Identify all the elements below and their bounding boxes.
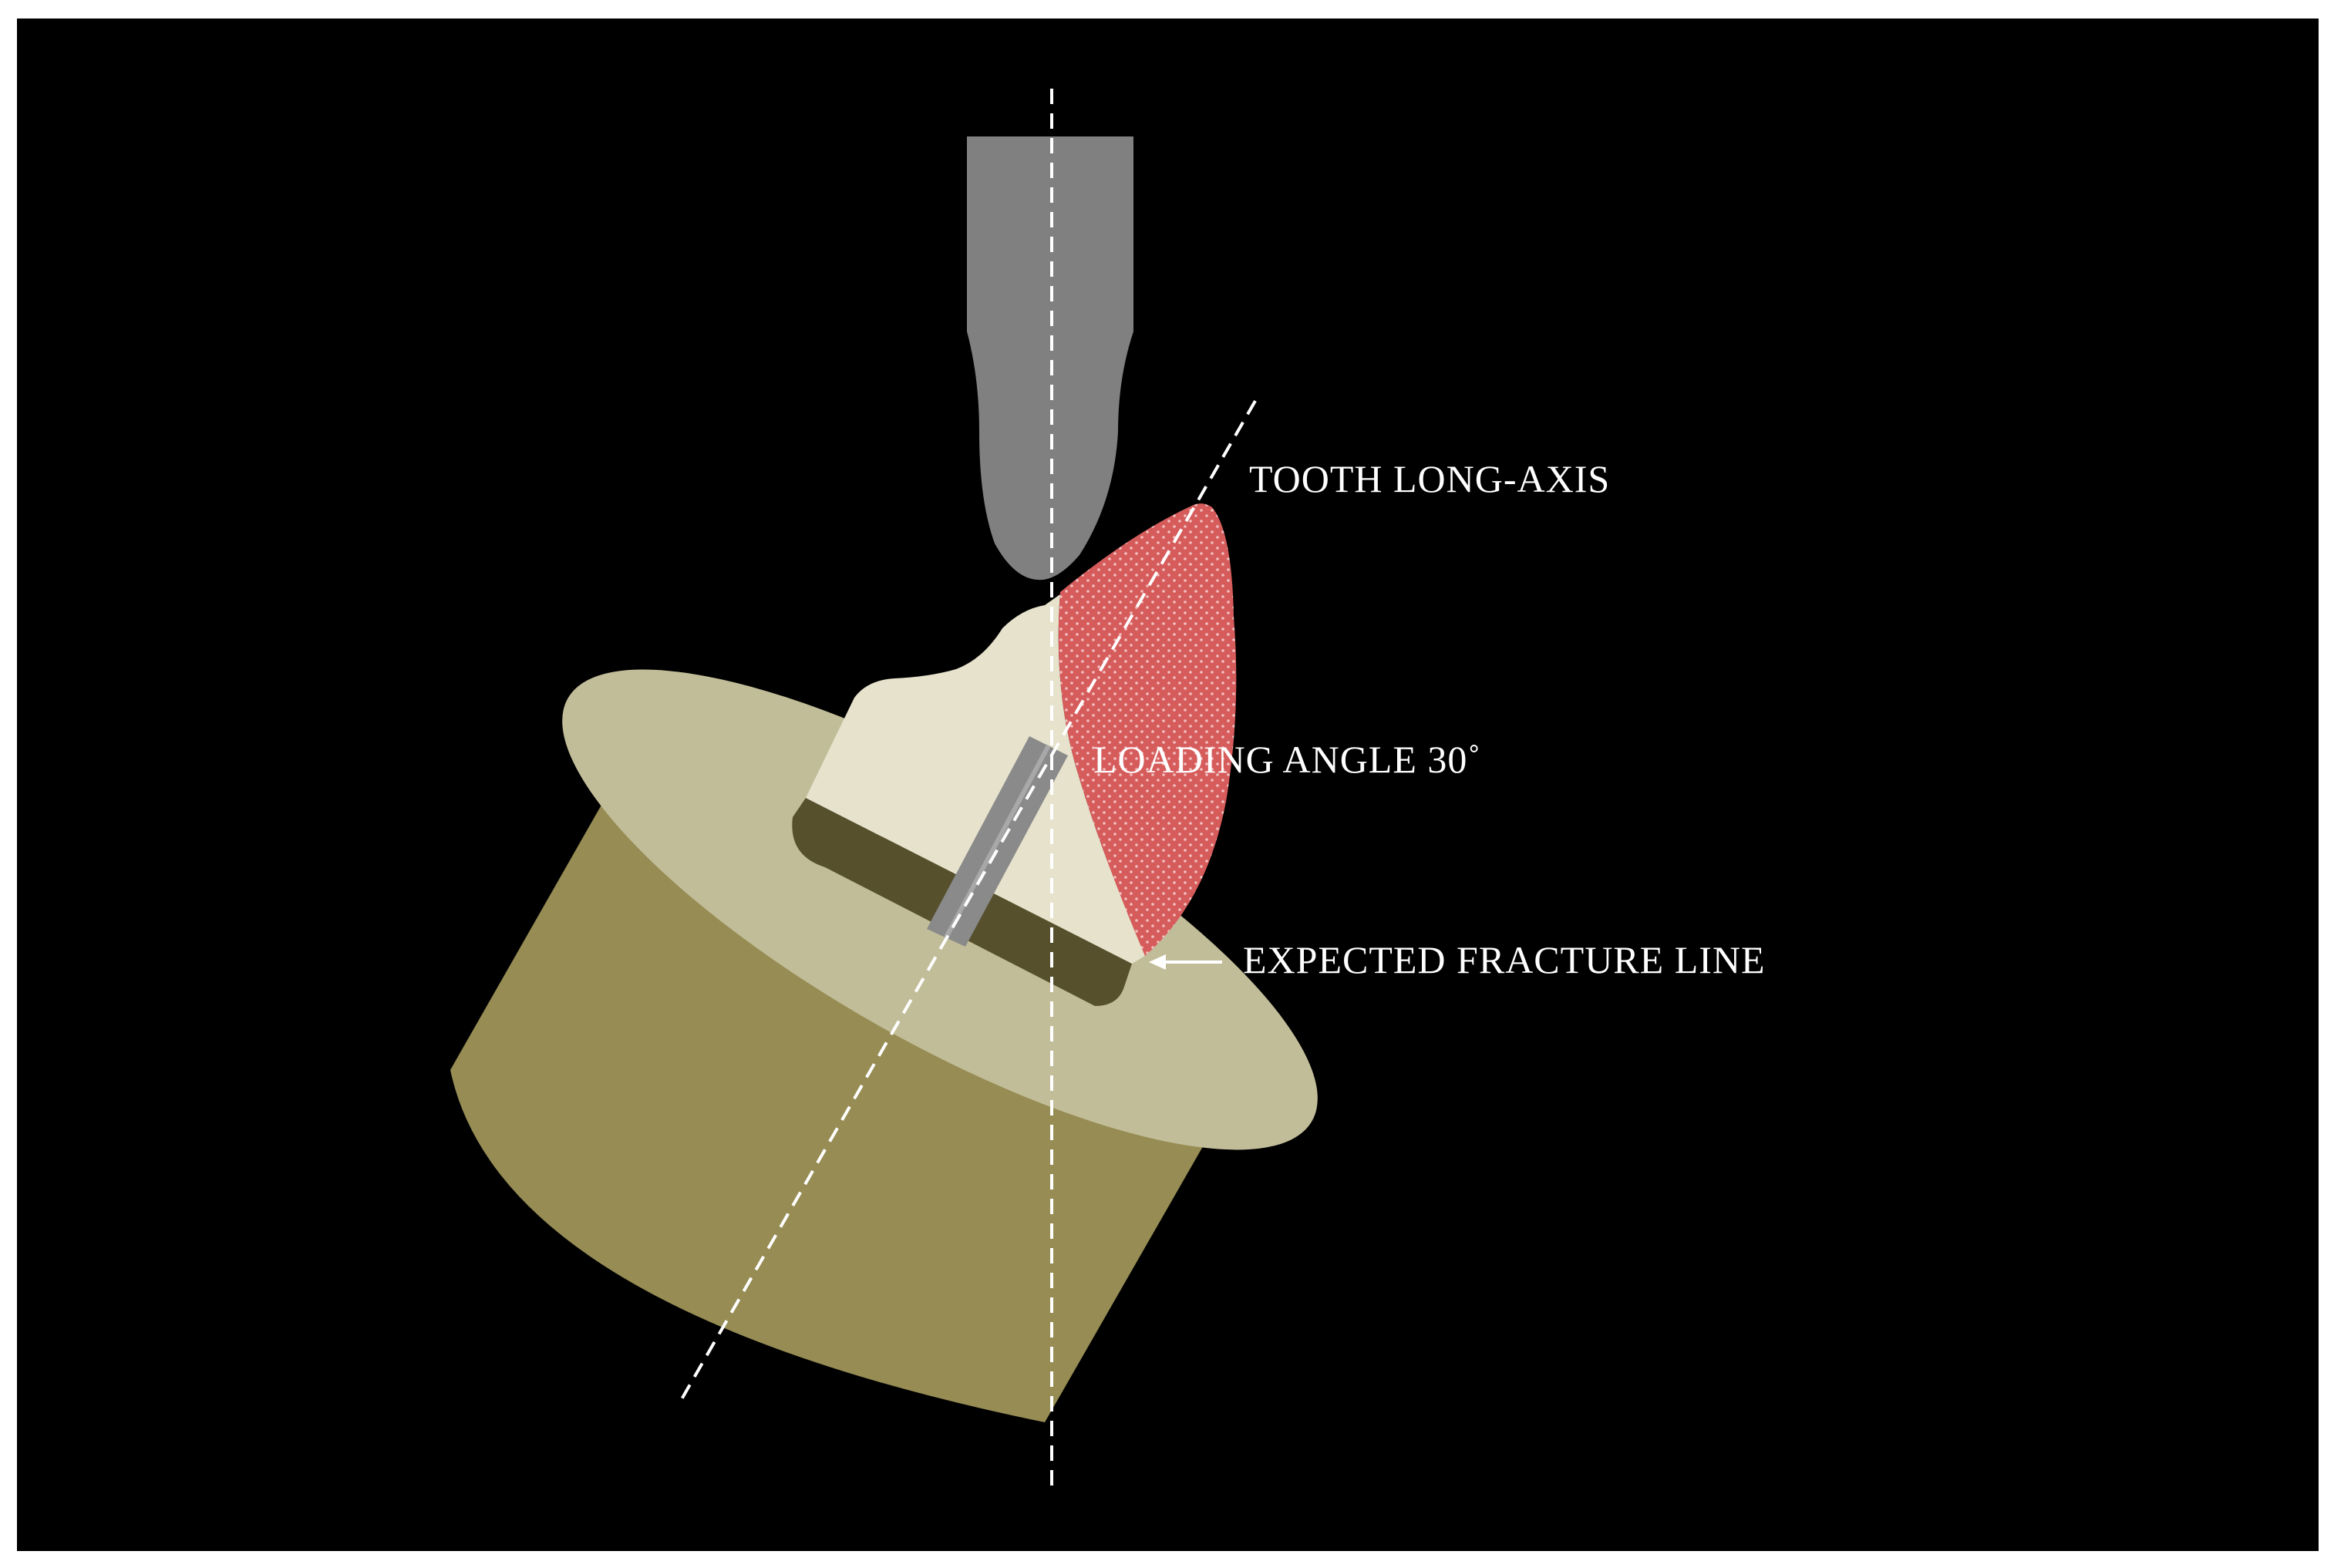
expected-fracture-line-label: EXPECTED FRACTURE LINE [1243,938,1766,981]
tooth-long-axis-label: TOOTH LONG-AXIS [1249,457,1610,500]
fracture-fragment [1058,503,1237,956]
tooth-body [806,554,1145,964]
loading-angle-label: LOADING ANGLE 30˚ [1093,738,1481,781]
tooth-long-axis-line [680,400,1257,1400]
post-highlight [944,744,1051,939]
arrow-icon [1149,954,1222,970]
indenter [967,136,1133,580]
cylinder-side [450,740,1241,1422]
